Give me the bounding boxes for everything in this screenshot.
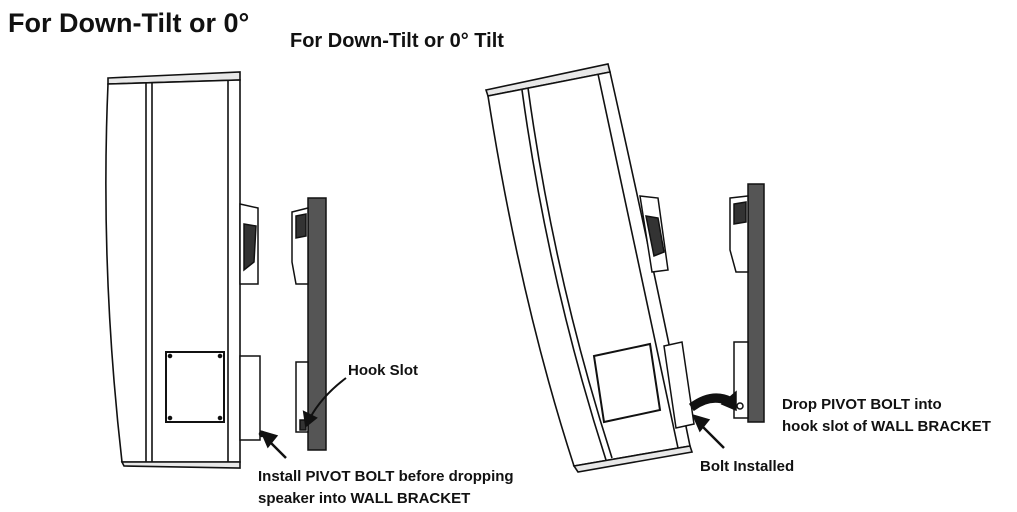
label-drop-pivot-bolt: Drop PIVOT BOLT into hook slot of WALL B…	[782, 394, 991, 438]
arrow-drop-bolt	[688, 390, 737, 412]
arrow-hook-slot	[302, 377, 347, 428]
label-drop-line1: Drop PIVOT BOLT into	[782, 396, 942, 413]
arrow-bolt-installed	[691, 414, 725, 449]
page-title: For Down-Tilt or 0°	[8, 8, 250, 38]
label-install-pivot-bolt: Install PIVOT BOLT before dropping speak…	[258, 466, 514, 510]
speaker-right	[484, 63, 694, 473]
arrow-install-bolt	[259, 430, 287, 459]
wall-bracket-right	[729, 183, 765, 423]
wall-bracket-left	[291, 197, 327, 451]
speaker-bracket-right	[639, 195, 695, 429]
label-bolt-installed: Bolt Installed	[700, 458, 795, 475]
speaker-left	[105, 71, 241, 469]
label-install-line1: Install PIVOT BOLT before dropping	[258, 468, 514, 485]
label-hook-slot: Hook Slot	[348, 362, 418, 379]
label-drop-line2: hook slot of WALL BRACKET	[782, 418, 991, 435]
label-install-line2: speaker into WALL BRACKET	[258, 490, 471, 507]
speaker-bracket-left	[239, 203, 266, 441]
diagram-subtitle: For Down-Tilt or 0° Tilt	[290, 30, 504, 52]
